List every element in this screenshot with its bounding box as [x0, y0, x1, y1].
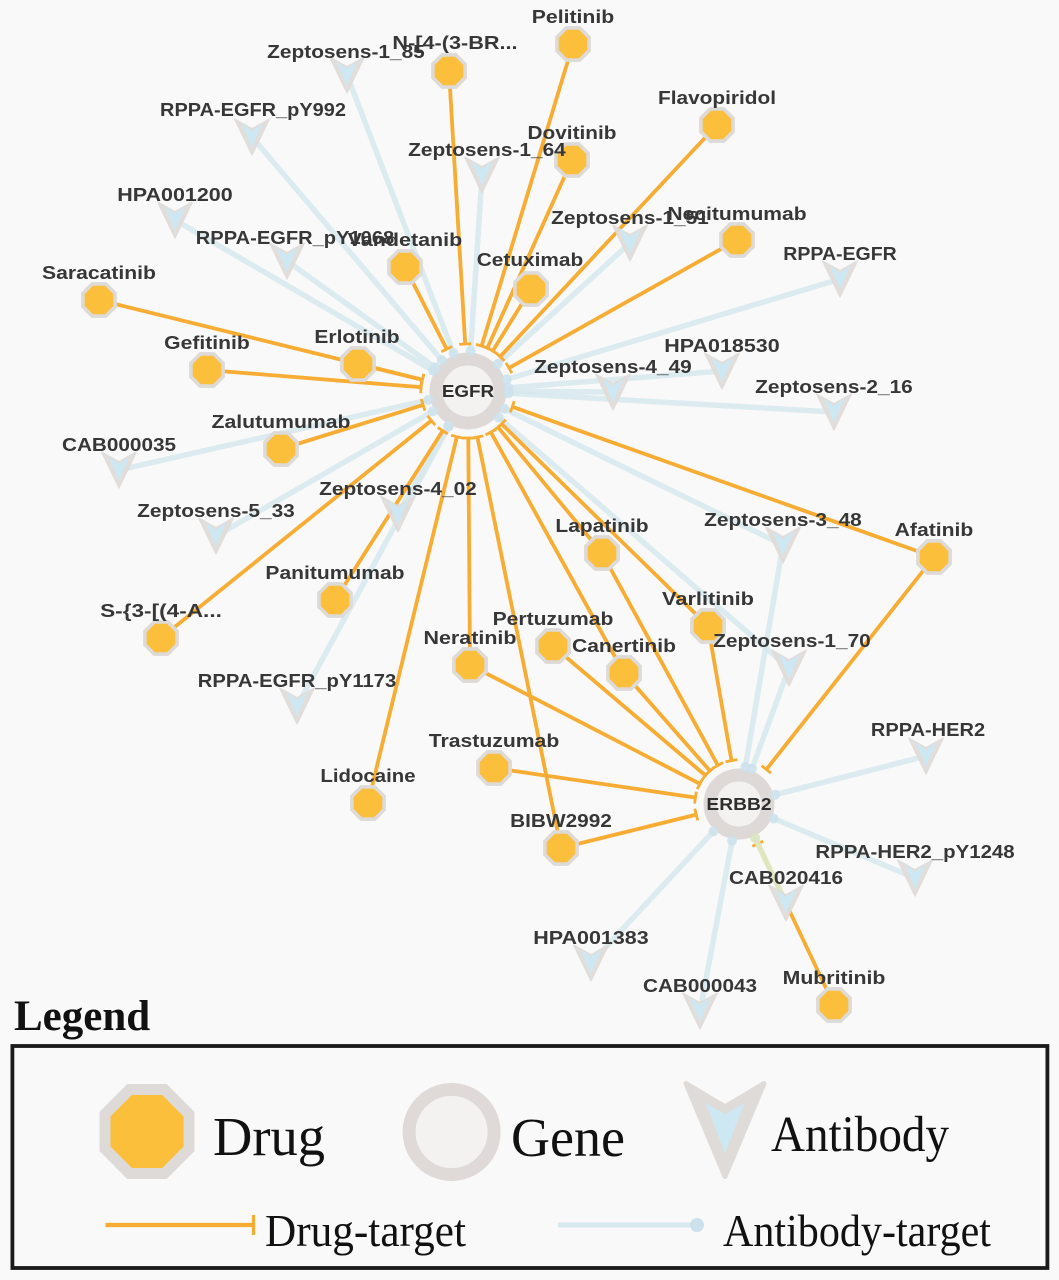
svg-text:Zeptosens-5_33: Zeptosens-5_33	[137, 501, 295, 521]
svg-text:Neratinib: Neratinib	[424, 628, 517, 648]
svg-text:Antibody-target: Antibody-target	[723, 1206, 991, 1256]
svg-text:N-[4-(3-BR...: N-[4-(3-BR...	[392, 33, 517, 53]
svg-text:Gefitinib: Gefitinib	[164, 333, 250, 353]
svg-text:Afatinib: Afatinib	[895, 520, 974, 540]
svg-text:EGFR: EGFR	[442, 381, 495, 401]
svg-text:Dovitinib: Dovitinib	[528, 123, 617, 143]
svg-text:Gene: Gene	[511, 1107, 625, 1168]
svg-text:Canertinib: Canertinib	[572, 636, 676, 656]
svg-text:RPPA-EGFR_pY992: RPPA-EGFR_pY992	[160, 100, 346, 120]
svg-text:HPA018530: HPA018530	[664, 336, 779, 356]
svg-text:HPA001383: HPA001383	[533, 928, 648, 948]
svg-text:Zeptosens-1_70: Zeptosens-1_70	[713, 631, 871, 651]
svg-text:Legend: Legend	[14, 993, 150, 1040]
svg-text:CAB000043: CAB000043	[643, 976, 757, 996]
svg-text:Trastuzumab: Trastuzumab	[429, 731, 560, 751]
svg-text:Pertuzumab: Pertuzumab	[493, 609, 614, 629]
svg-text:RPPA-HER2_pY1248: RPPA-HER2_pY1248	[815, 842, 1014, 862]
svg-text:Lidocaine: Lidocaine	[320, 766, 415, 786]
svg-text:Zeptosens-1_51: Zeptosens-1_51	[551, 208, 709, 228]
svg-text:Necitumumab: Necitumumab	[667, 204, 806, 224]
svg-text:RPPA-EGFR_pY1068: RPPA-EGFR_pY1068	[196, 228, 394, 248]
svg-text:RPPA-HER2: RPPA-HER2	[871, 720, 985, 740]
svg-text:Zeptosens-1_85: Zeptosens-1_85	[267, 42, 425, 62]
svg-text:Zalutumumab: Zalutumumab	[212, 412, 351, 432]
svg-text:S-{3-[(4-A...: S-{3-[(4-A...	[100, 601, 222, 621]
svg-text:RPPA-EGFR: RPPA-EGFR	[783, 244, 896, 264]
svg-text:Vandetanib: Vandetanib	[348, 230, 463, 250]
svg-text:HPA001200: HPA001200	[117, 185, 232, 205]
svg-text:BIBW2992: BIBW2992	[510, 811, 612, 831]
svg-text:RPPA-EGFR_pY1173: RPPA-EGFR_pY1173	[198, 671, 396, 691]
svg-text:ERBB2: ERBB2	[706, 794, 771, 814]
svg-text:Zeptosens-2_16: Zeptosens-2_16	[755, 377, 913, 397]
svg-text:Zeptosens-4_02: Zeptosens-4_02	[319, 479, 477, 499]
svg-text:Drug-target: Drug-target	[265, 1205, 466, 1256]
svg-text:Mubritinib: Mubritinib	[783, 968, 886, 988]
svg-text:Varlitinib: Varlitinib	[662, 589, 754, 609]
svg-text:Zeptosens-4_49: Zeptosens-4_49	[534, 357, 692, 377]
svg-text:Panitumumab: Panitumumab	[265, 563, 404, 583]
svg-text:Antibody: Antibody	[771, 1107, 949, 1163]
svg-text:Saracatinib: Saracatinib	[42, 263, 156, 283]
svg-text:Pelitinib: Pelitinib	[532, 7, 614, 27]
svg-text:Lapatinib: Lapatinib	[555, 516, 648, 536]
svg-text:Zeptosens-3_48: Zeptosens-3_48	[704, 510, 862, 530]
svg-text:Flavopiridol: Flavopiridol	[658, 88, 776, 108]
svg-text:Cetuximab: Cetuximab	[477, 250, 584, 270]
svg-text:CAB000035: CAB000035	[62, 435, 176, 455]
svg-text:Zeptosens-1_64: Zeptosens-1_64	[408, 140, 566, 160]
svg-text:Erlotinib: Erlotinib	[314, 327, 399, 347]
svg-text:CAB020416: CAB020416	[729, 868, 843, 888]
svg-text:Drug: Drug	[213, 1106, 325, 1167]
